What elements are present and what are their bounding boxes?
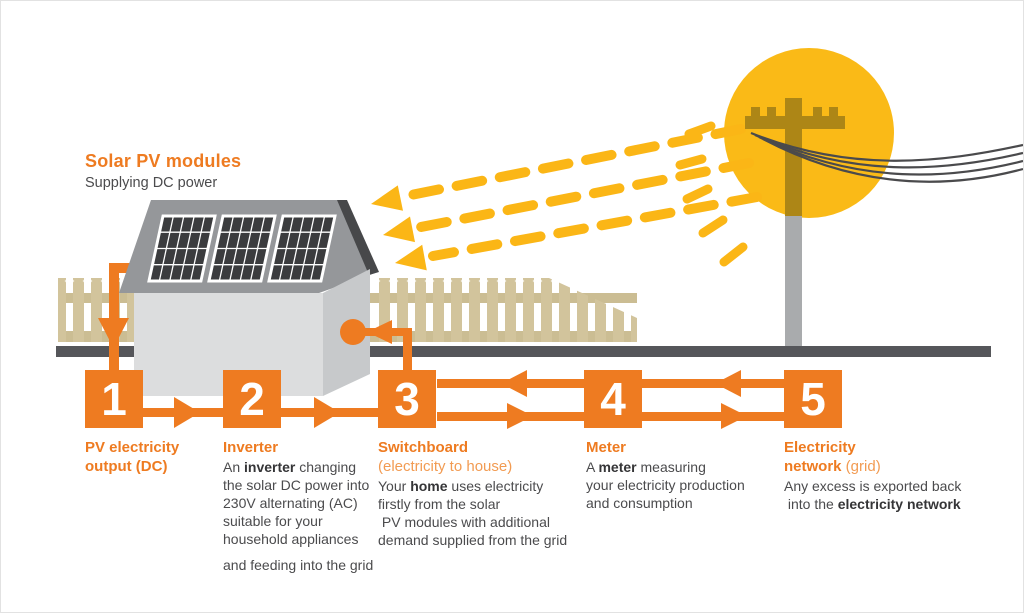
sun-icon [724, 48, 894, 218]
solar-panel-icon [147, 214, 217, 283]
step-3-text: Switchboard(electricity to house) Your h… [378, 438, 593, 549]
connector-3-to-house [340, 319, 412, 371]
solar-pv-modules-label: Solar PV modules Supplying DC power [85, 151, 241, 193]
step-5-number: 5 [800, 373, 826, 425]
step-1-box: 1 [85, 370, 143, 428]
step-2-number: 2 [239, 373, 265, 425]
solar-panel-icon [267, 214, 337, 283]
solar-panel-icon [207, 214, 277, 283]
step-3-number: 3 [394, 373, 420, 425]
utility-pole-icon [745, 98, 845, 351]
power-lines [750, 131, 1023, 183]
step-3-heading: Switchboard(electricity to house) [378, 439, 513, 475]
step-4-number: 4 [600, 373, 626, 425]
step-3-box: 3 [378, 370, 436, 428]
step-4-heading: Meter [586, 439, 627, 456]
house-icon [119, 200, 379, 396]
step-5-body: Any excess is exported back into the ele… [784, 478, 962, 512]
sunlight-arrows [371, 124, 762, 271]
road [56, 346, 991, 357]
step-2-heading: Inverter [223, 439, 279, 456]
flow-connectors [143, 319, 784, 429]
step-4-box: 4 [584, 370, 642, 428]
step-1-number: 1 [101, 373, 127, 425]
step-5-box: 5 [784, 370, 842, 428]
label-title: Solar PV modules [85, 151, 242, 171]
step-2-box: 2 [223, 370, 281, 428]
label-subtitle: Supplying DC power [85, 175, 218, 191]
sun-ray-dashes [675, 121, 748, 267]
